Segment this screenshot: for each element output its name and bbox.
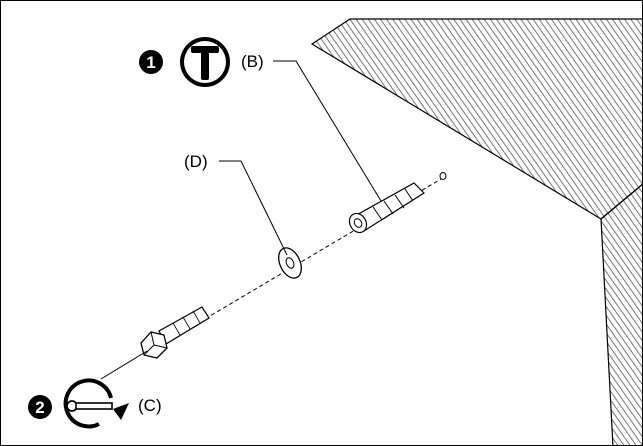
bolt-c <box>140 306 210 359</box>
step-2-badge <box>28 395 52 419</box>
label-c: (C) <box>138 396 162 415</box>
step-2-number: 2 <box>35 398 44 417</box>
hammer-icon <box>180 37 230 87</box>
step-1-badge <box>139 50 163 74</box>
wall-top-face <box>310 18 642 220</box>
wall-hole <box>439 172 447 180</box>
step-2: 2 <box>28 378 129 429</box>
wall <box>310 18 642 445</box>
step-1-number: 1 <box>146 53 155 72</box>
step-1: 1 <box>139 37 230 87</box>
wall-side-face <box>600 183 642 445</box>
label-d: (D) <box>184 152 208 171</box>
leader-d <box>219 160 288 256</box>
label-b: (B) <box>241 52 264 71</box>
washer-d <box>278 247 302 279</box>
anchor-b <box>348 182 425 234</box>
wrench-rotate-icon <box>63 378 129 429</box>
leader-b <box>273 60 382 202</box>
leader-c <box>100 350 148 380</box>
